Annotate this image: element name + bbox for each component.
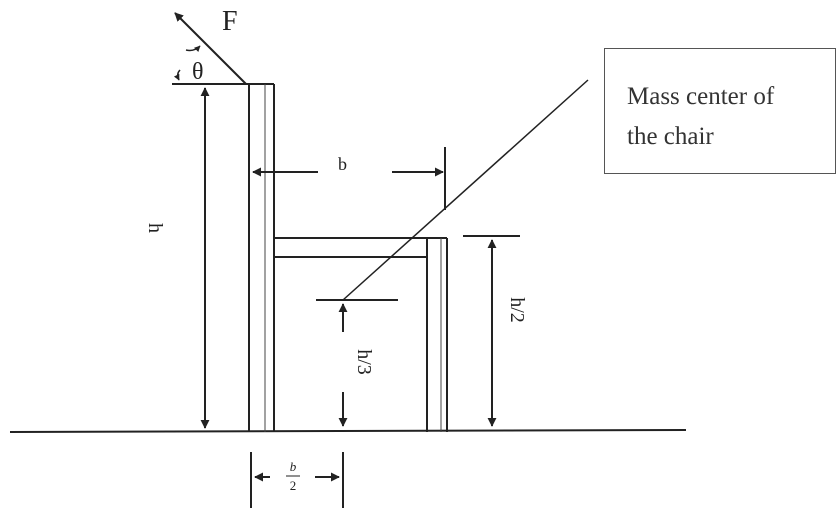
mass-center-pointer [342, 79, 589, 301]
ground-line [9, 429, 687, 433]
third-height-label: h/3 [353, 349, 375, 375]
force-arrow [174, 12, 247, 85]
half-width-denominator: 2 [290, 478, 297, 493]
width-label: b [338, 154, 347, 174]
height-label: h [144, 223, 166, 233]
mass-center-callout: Mass center of the chair [604, 48, 836, 174]
force-label: F [222, 6, 238, 37]
callout-line-1: Mass center of [627, 83, 775, 110]
half-width-numerator: b [290, 459, 297, 474]
theta-arc-arrow-lower [173, 69, 181, 81]
theta-arc-arrow-upper [185, 45, 201, 52]
half-height-label: h/2 [506, 297, 528, 323]
theta-label: θ [192, 59, 204, 85]
callout-line-2: the chair [627, 123, 714, 150]
